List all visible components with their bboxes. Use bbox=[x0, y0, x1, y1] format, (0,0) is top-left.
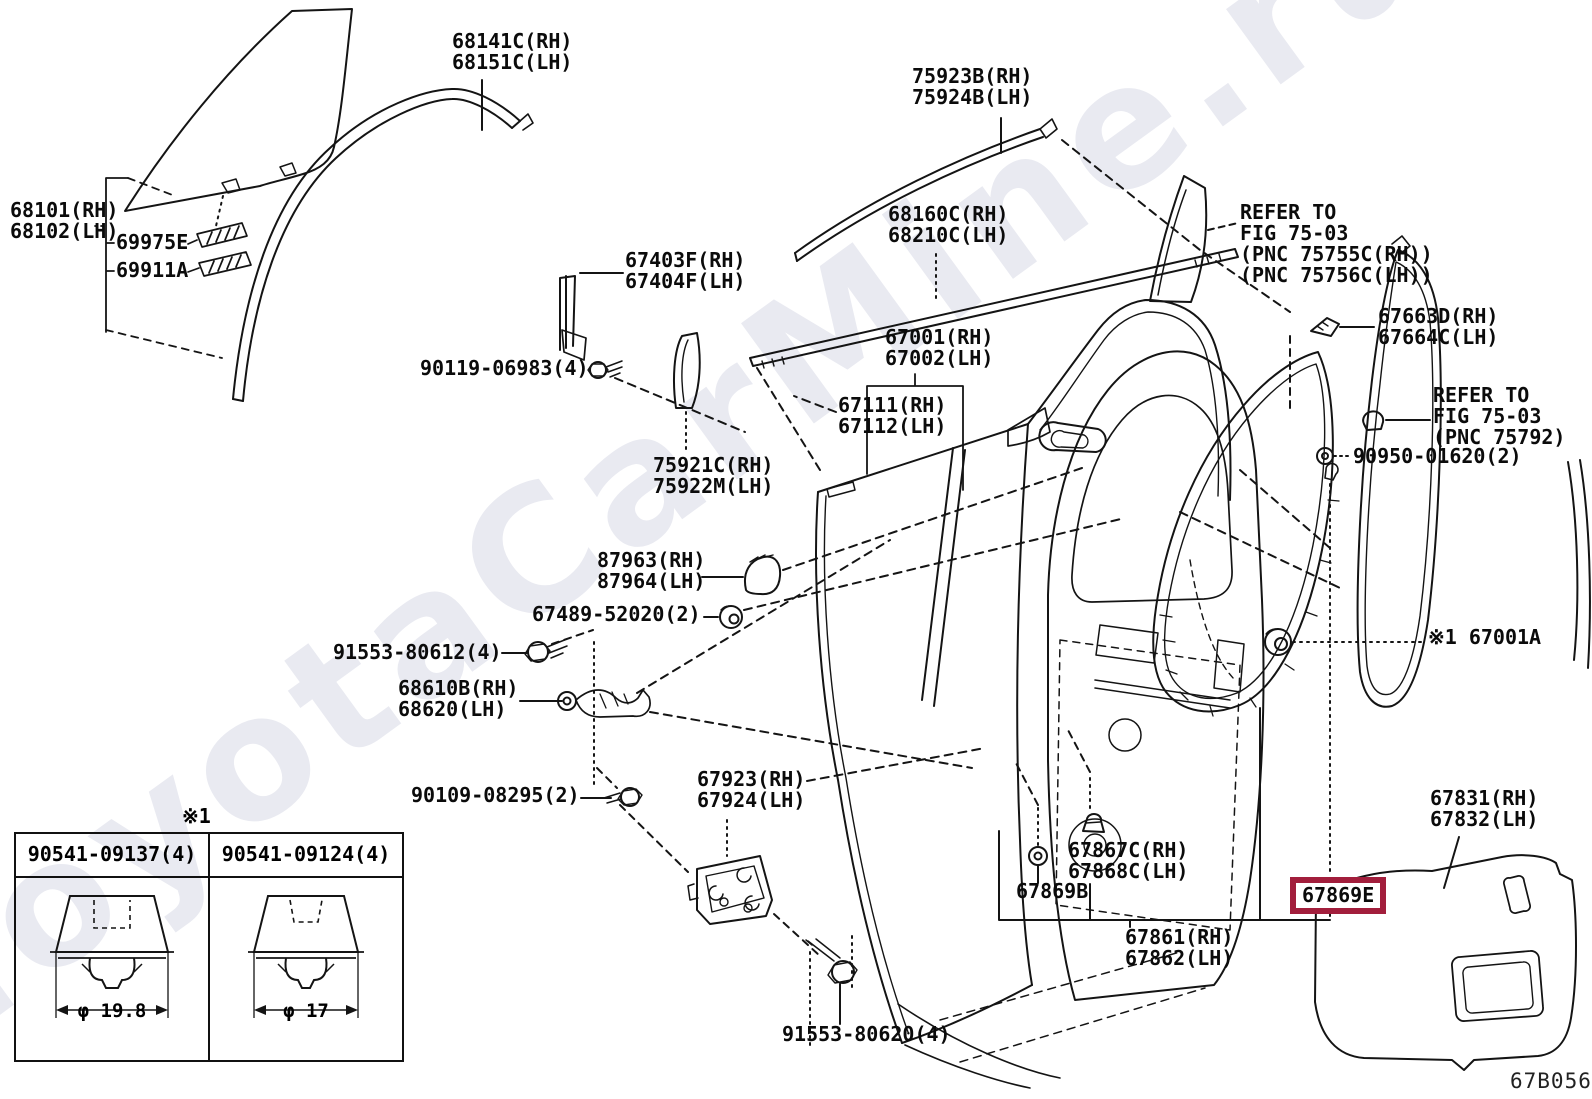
part-label-67923-67924: 67923(RH) 67924(LH) bbox=[697, 767, 806, 812]
service-hole-cover-art bbox=[1315, 837, 1576, 1070]
sail-garnish-art bbox=[1150, 176, 1238, 302]
part-label-68141c-68151c: 68141C(RH) 68151C(LH) bbox=[452, 29, 573, 74]
cushion-87963-art bbox=[702, 468, 1082, 594]
group-bracket-68101 bbox=[95, 178, 222, 358]
part-label-68610b-68620: 68610B(RH) 68620(LH) bbox=[398, 676, 519, 721]
bolt-90109-art bbox=[581, 768, 688, 872]
diagram-code: 67B056 bbox=[1510, 1069, 1592, 1093]
applique-75921c-art bbox=[674, 333, 700, 454]
door-inner-panel-art bbox=[810, 351, 1264, 1088]
part-label-67869b: 67869B bbox=[1016, 879, 1089, 903]
part-label-69975e: 69975E bbox=[116, 230, 189, 254]
part-label-67001a: ※1 67001A bbox=[1428, 625, 1542, 649]
part-label-67869e[interactable]: 67869E bbox=[1290, 877, 1387, 914]
table-part-number-1: 90541-09137(4) bbox=[27, 842, 197, 866]
clip-drawing-2 bbox=[248, 895, 364, 1018]
part-label-68160c-68210c: 68160C(RH) 68210C(LH) bbox=[888, 202, 1009, 247]
part-label-90109-08295: 90109-08295(2) bbox=[411, 783, 580, 807]
bolt-80620-art bbox=[806, 939, 857, 1024]
part-label-67867c-67868c: 67867C(RH) 67868C(LH) bbox=[1068, 838, 1189, 883]
clip-diagram-cell-2: φ 17 bbox=[210, 878, 402, 1058]
diameter-dimension-1: φ 19.8 bbox=[77, 1000, 147, 1022]
check-link-art bbox=[520, 540, 972, 788]
part-label-75921c-75922m: 75921C(RH) 75922M(LH) bbox=[653, 453, 774, 498]
door-glass-art bbox=[125, 9, 352, 226]
division-bar-art bbox=[560, 273, 745, 432]
note-mark: ※1 bbox=[182, 804, 211, 828]
part-label-refer-75792: REFER TO FIG 75-03 (PNC 75792) bbox=[1433, 383, 1566, 449]
rear-frame-loop-art bbox=[1358, 236, 1590, 707]
part-label-87963-87964: 87963(RH) 87964(LH) bbox=[597, 548, 706, 593]
grommet-67489-art bbox=[704, 518, 1125, 628]
pin-clip-75792-art bbox=[1363, 411, 1430, 430]
part-label-68101-68102: 68101(RH) 68102(LH) bbox=[10, 198, 119, 243]
table-header-rule bbox=[16, 876, 402, 878]
part-label-67001-67002: 67001(RH) 67002(LH) bbox=[885, 325, 994, 370]
clip-drawing-1 bbox=[50, 895, 174, 1018]
part-label-67403f-67404f: 67403F(RH) 67404F(LH) bbox=[625, 248, 746, 293]
part-label-67663d-67664c: 67663D(RH) 67664C(LH) bbox=[1378, 304, 1499, 349]
belt-moulding-art bbox=[750, 249, 1238, 470]
part-label-90119-06983: 90119-06983(4) bbox=[420, 356, 589, 380]
part-label-refer-75755c: REFER TO FIG 75-03 (PNC 75755C(RH)) (PNC… bbox=[1240, 200, 1433, 287]
part-label-67111-67112: 67111(RH) 67112(LH) bbox=[838, 393, 947, 438]
group-bracket-67861 bbox=[999, 708, 1330, 927]
note-table-box: 90541-09137(4) 90541-09124(4) φ 19.8 bbox=[14, 832, 404, 1062]
glass-channel-strips-art bbox=[188, 223, 251, 276]
part-label-69911a: 69911A bbox=[116, 258, 189, 282]
clip-67663d-art bbox=[1290, 318, 1374, 410]
part-label-91553-80620: 91553-80620(4) bbox=[782, 1022, 951, 1046]
part-label-67489-52020: 67489-52020(2) bbox=[532, 602, 701, 626]
weatherstrip-ring-art bbox=[1153, 352, 1339, 716]
diameter-dimension-2: φ 17 bbox=[283, 1000, 329, 1022]
glass-run-art bbox=[233, 80, 533, 401]
part-label-90950-01620: 90950-01620(2) bbox=[1353, 444, 1522, 468]
table-divider bbox=[208, 834, 210, 1060]
part-label-75923b-75924b: 75923B(RH) 75924B(LH) bbox=[912, 64, 1033, 109]
part-label-67861-67862: 67861(RH) 67862(LH) bbox=[1125, 925, 1234, 970]
part-label-67831-67832: 67831(RH) 67832(LH) bbox=[1430, 786, 1539, 831]
door-outer-panel-art bbox=[794, 300, 1230, 1043]
group-bracket-67001 bbox=[867, 374, 963, 490]
bracket-67923-art bbox=[688, 748, 985, 956]
bolt-80612-art bbox=[502, 630, 593, 662]
part-label-91553-80612: 91553-80612(4) bbox=[333, 640, 502, 664]
clip-diagram-cell-1: φ 19.8 bbox=[16, 878, 208, 1058]
table-part-number-2: 90541-09124(4) bbox=[221, 842, 391, 866]
roof-moulding-art bbox=[795, 118, 1290, 312]
